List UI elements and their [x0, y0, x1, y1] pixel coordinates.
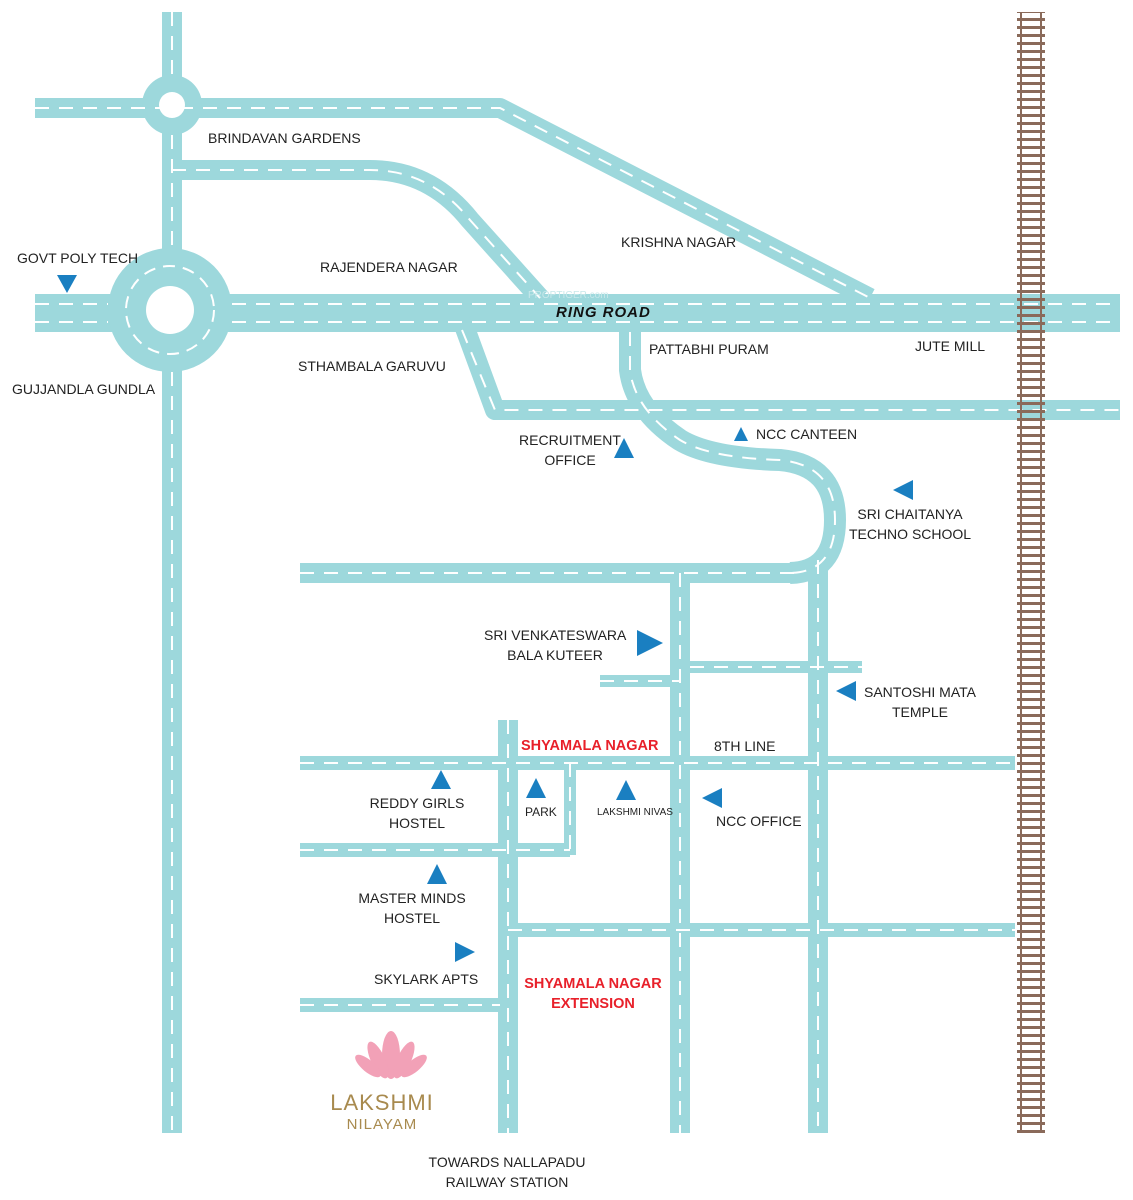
marker-up-icon	[431, 770, 451, 789]
label-gujjandla-gundla: GUJJANDLA GUNDLA	[12, 381, 156, 397]
label-line: BALA KUTEER	[507, 647, 603, 663]
label-shyamala-nagar: SHYAMALA NAGAR	[521, 738, 659, 754]
marker-up-icon	[526, 778, 546, 798]
label-lakshmi-nivas: LAKSHMI NIVAS	[597, 807, 673, 818]
label-shyamala-nagar-extension: SHYAMALA NAGAR EXTENSION	[520, 974, 666, 1014]
label-pattabhi-puram: PATTABHI PURAM	[649, 341, 769, 357]
marker-down-icon	[57, 275, 77, 293]
marker-right-icon	[637, 630, 663, 656]
label-line: SANTOSHI MATA	[863, 684, 976, 700]
lakshmi-nilayam-logo: LAKSHMI NILAYAM	[322, 1090, 442, 1133]
label-line: HOSTEL	[388, 815, 445, 831]
label-sthambala-garuvu: STHAMBALA GARUVU	[298, 358, 446, 374]
label-sri-chaitanya: SRI CHAITANYA TECHNO SCHOOL	[848, 504, 972, 544]
label-reddy-girls-hostel: REDDY GIRLS HOSTEL	[365, 793, 469, 833]
marker-left-icon	[836, 681, 856, 701]
ring-road-label: RING ROAD	[556, 304, 651, 321]
label-line: RECRUITMENT	[519, 432, 621, 448]
label-line: SRI VENKATESWARA	[484, 627, 627, 643]
label-govt-poly-tech: GOVT POLY TECH	[17, 250, 139, 266]
label-sri-venkateswara: SRI VENKATESWARA BALA KUTEER	[484, 625, 626, 665]
markers	[57, 275, 913, 962]
label-line: TEMPLE	[891, 704, 948, 720]
label-line: MASTER MINDS	[358, 890, 466, 906]
label-jute-mill: JUTE MILL	[915, 338, 986, 354]
marker-left-icon	[893, 480, 913, 500]
marker-up-icon	[614, 438, 634, 458]
label-line: REDDY GIRLS	[369, 795, 465, 811]
marker-left-icon	[702, 788, 722, 808]
label-towards-nallapadu: TOWARDS NALLAPADU RAILWAY STATION	[420, 1152, 594, 1192]
road-sthambala	[452, 316, 1120, 420]
label-line: TECHNO SCHOOL	[848, 526, 972, 542]
label-park: PARK	[525, 805, 557, 819]
label-skylark-apts: SKYLARK APTS	[374, 971, 479, 987]
label-ncc-canteen: NCC CANTEEN	[756, 426, 858, 442]
label-recruitment-office: RECRUITMENT OFFICE	[512, 430, 628, 470]
railway-track	[1017, 12, 1045, 1133]
road-brindavan	[172, 160, 548, 305]
label-line: RAILWAY STATION	[445, 1174, 569, 1190]
marker-up-icon	[734, 427, 748, 441]
label-line: OFFICE	[544, 452, 596, 468]
logo-line-1: LAKSHMI	[330, 1090, 434, 1115]
label-santoshi-mata: SANTOSHI MATA TEMPLE	[860, 682, 980, 722]
lane-markings	[35, 12, 1120, 1133]
label-line: EXTENSION	[551, 996, 635, 1012]
label-line: SRI CHAITANYA	[857, 506, 963, 522]
lotus-logo-icon	[355, 1031, 427, 1079]
logo-line-2: NILAYAM	[346, 1116, 418, 1133]
marker-up-icon	[616, 780, 636, 800]
label-master-minds-hostel: MASTER MINDS HOSTEL	[352, 888, 472, 928]
label-ncc-office: NCC OFFICE	[716, 813, 802, 829]
label-line: HOSTEL	[383, 910, 440, 926]
label-line: SHYAMALA NAGAR	[524, 976, 662, 992]
label-rajendera-nagar: RAJENDERA NAGAR	[320, 259, 458, 275]
label-8th-line: 8TH LINE	[714, 738, 776, 754]
marker-up-icon	[427, 864, 447, 884]
marker-right-icon	[455, 942, 475, 962]
label-brindavan-gardens: BRINDAVAN GARDENS	[208, 130, 361, 146]
label-krishna-nagar: KRISHNA NAGAR	[621, 234, 737, 250]
label-line: TOWARDS NALLAPADU	[428, 1154, 586, 1170]
watermark: PROPTIGER.com	[528, 290, 609, 301]
